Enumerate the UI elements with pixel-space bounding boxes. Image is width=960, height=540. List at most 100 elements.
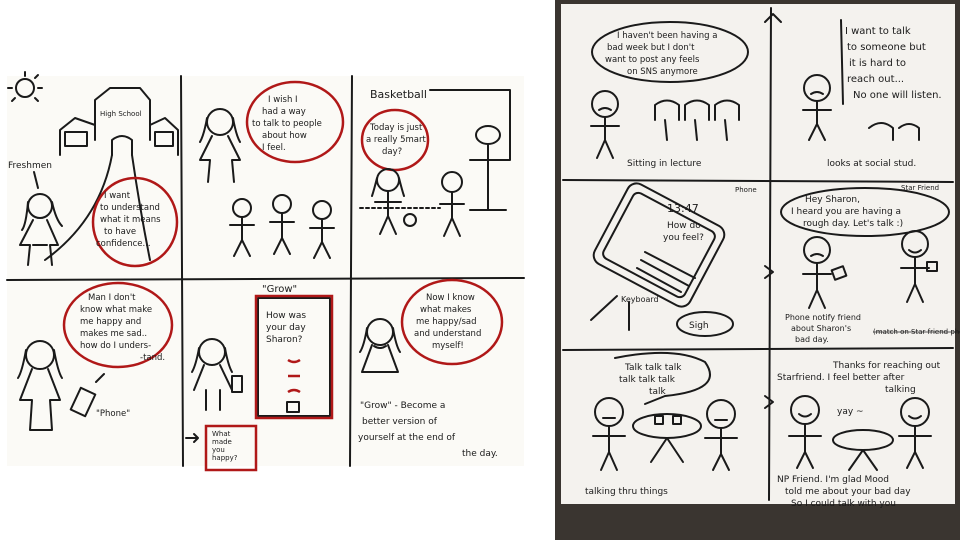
phone-hand-lines	[590, 295, 630, 331]
svg-text:Starfriend. I feel better afte: Starfriend. I feel better after	[777, 373, 905, 383]
svg-text:I want: I want	[104, 191, 131, 201]
panel6-sharon-figure	[359, 318, 401, 373]
svg-text:makes me sad..: makes me sad..	[80, 329, 147, 339]
r-panel3-tag: Phone	[735, 186, 757, 194]
right-storyboard: I haven't been having a bad week but I d…	[555, 0, 960, 540]
svg-text:NP Friend. I'm glad Mood: NP Friend. I'm glad Mood	[777, 475, 889, 485]
panel4-bubble-text: Man I don't know what make me happy and …	[80, 293, 165, 363]
basketball-sign: Basketball	[370, 88, 427, 101]
svg-text:me happy/sad: me happy/sad	[416, 317, 477, 327]
r-panel1-bubble-text: I haven't been having a bad week but I d…	[605, 31, 717, 77]
svg-text:want to post any feels: want to post any feels	[605, 55, 700, 65]
svg-text:Sharon?: Sharon?	[266, 335, 303, 345]
r-panel6-reply-text: NP Friend. I'm glad Mood told me about y…	[777, 475, 911, 509]
r-panel2-bubble-edge	[840, 19, 844, 105]
svg-text:bad week but I don't: bad week but I don't	[607, 43, 695, 53]
svg-text:to someone but: to someone but	[847, 42, 926, 53]
svg-text:Today is just: Today is just	[369, 123, 423, 133]
grow-app-screen	[257, 297, 331, 417]
svg-text:your day: your day	[266, 323, 306, 333]
r-panel4-tag: Star Friend	[901, 184, 939, 192]
svg-text:rough day. Let's talk :): rough day. Let's talk :)	[803, 219, 903, 229]
r-panel2-figure	[802, 74, 920, 141]
r-panel5-figures	[592, 397, 738, 471]
svg-text:told me about your bad day: told me about your bad day	[785, 487, 911, 497]
svg-text:you feel?: you feel?	[663, 233, 704, 243]
svg-text:and understand: and understand	[414, 329, 481, 339]
svg-text:about Sharon's: about Sharon's	[791, 324, 851, 333]
svg-text:So I could talk with you: So I could talk with you	[791, 499, 896, 509]
r-panel4-bubble-text: Hey Sharon, I heard you are having a rou…	[791, 195, 903, 229]
svg-text:talk talk talk: talk talk talk	[619, 375, 676, 385]
svg-text:about how: about how	[262, 131, 307, 141]
r-panel1-thought-bubble	[591, 21, 749, 83]
svg-text:bad day.: bad day.	[795, 335, 829, 344]
grid-line-v1	[180, 75, 184, 467]
panel1-sun-icon	[7, 71, 43, 102]
panel6-caption: "Grow" - Become a better version of your…	[358, 401, 498, 459]
svg-text:it is hard to: it is hard to	[849, 58, 906, 69]
school-sign: High School	[100, 110, 142, 118]
school-building-icon	[44, 87, 179, 261]
right-grid-h2	[562, 347, 954, 351]
r-panel2-bubble-text: I want to talk to someone but it is hard…	[845, 26, 942, 101]
svg-text:on SNS anymore: on SNS anymore	[627, 67, 698, 77]
phone-device-icon	[592, 182, 726, 308]
keyboard-label: Keyboard	[621, 295, 659, 304]
phone-icon	[69, 373, 105, 418]
r-panel5-caption: talking thru things	[585, 487, 668, 497]
yay-text: yay ~	[837, 407, 864, 417]
svg-text:How do: How do	[667, 221, 701, 231]
svg-text:Talk talk talk: Talk talk talk	[624, 363, 682, 373]
svg-text:I wish I: I wish I	[268, 95, 298, 105]
r-panel4-figures	[802, 230, 938, 309]
svg-text:me happy and: me happy and	[80, 317, 141, 327]
phone-label: "Phone"	[96, 409, 130, 419]
r-panel4-strikethrough: (match on Star friend phone)	[873, 328, 960, 336]
freshman-arrow	[33, 171, 39, 189]
svg-text:know what make: know what make	[80, 305, 152, 315]
grow-screen-text: How was your day Sharon?	[266, 311, 306, 345]
panel2-sharon-figure	[199, 108, 241, 183]
svg-text:to talk to people: to talk to people	[252, 119, 322, 129]
svg-text:how do I unders-: how do I unders-	[80, 341, 151, 351]
freshman-label: Freshmen	[8, 161, 52, 171]
panel4-sharon-figure	[17, 340, 63, 431]
grid-line-h	[6, 277, 525, 281]
svg-text:No one will listen.: No one will listen.	[853, 90, 942, 101]
svg-text:day?: day?	[382, 147, 402, 157]
sigh-text: Sigh	[689, 321, 709, 331]
svg-text:What: What	[212, 430, 231, 438]
panel3-players	[359, 168, 465, 237]
r-panel1-caption: Sitting in lecture	[627, 159, 702, 169]
svg-text:I heard you are having a: I heard you are having a	[791, 207, 901, 217]
r-panel6-figures	[788, 395, 932, 471]
svg-text:Thanks for reaching out: Thanks for reaching out	[832, 361, 941, 371]
svg-text:had a way: had a way	[262, 107, 306, 117]
panel5-sharon-figure	[191, 338, 243, 411]
talk-bubble-text: Talk talk talk talk talk talk talk	[619, 363, 682, 397]
svg-text:-tand.: -tand.	[140, 353, 165, 363]
panel3-thought-bubble	[360, 108, 430, 172]
panel4-thought-bubble	[62, 281, 174, 369]
svg-text:Phone notify friend: Phone notify friend	[785, 313, 861, 322]
svg-text:talking: talking	[885, 385, 916, 395]
phone-screen-text: How do you feel?	[663, 221, 704, 243]
svg-text:what it means: what it means	[100, 215, 161, 225]
svg-text:the day.: the day.	[462, 449, 498, 459]
svg-text:to understand: to understand	[100, 203, 160, 213]
grow-title: "Grow"	[262, 284, 297, 295]
svg-text:Now I know: Now I know	[426, 293, 475, 303]
svg-text:to have: to have	[104, 227, 136, 237]
r-panel6-bubble-text: Thanks for reaching out Starfriend. I fe…	[777, 361, 941, 395]
svg-text:happy?: happy?	[212, 454, 238, 462]
svg-text:confidence...: confidence...	[96, 239, 151, 249]
sigh-cloud	[676, 311, 734, 337]
panel3-bubble-text: Today is just a really 5mart day?	[366, 123, 427, 157]
right-grid-h1	[562, 179, 954, 183]
panel2-bubble-text: I wish I had a way to talk to people abo…	[252, 95, 322, 153]
svg-text:yourself at the end of: yourself at the end of	[358, 433, 456, 443]
svg-text:better version of: better version of	[362, 417, 438, 427]
basketball-hoop-icon	[429, 89, 511, 211]
right-grid-v	[768, 7, 772, 501]
